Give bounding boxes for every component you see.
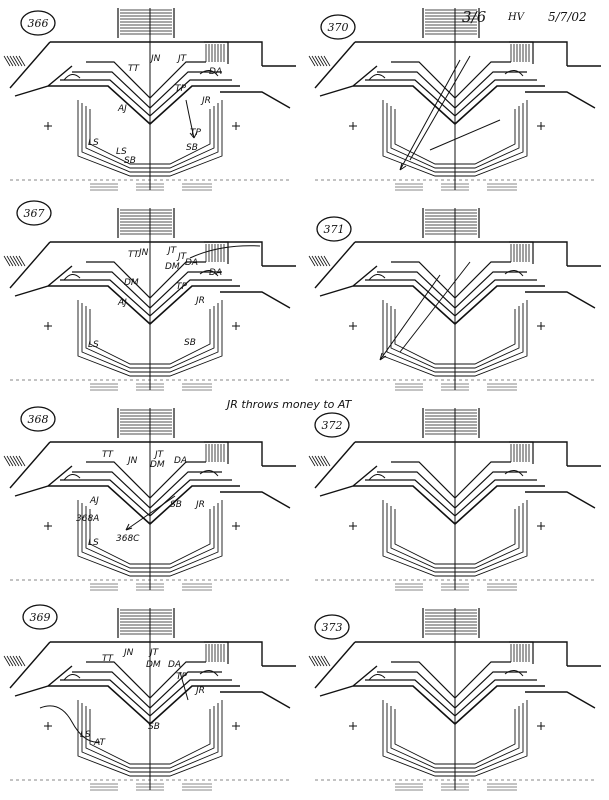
cue-number-circle: 372 xyxy=(312,410,352,440)
stage-plan-drawing xyxy=(3,208,296,391)
actor-label: LS xyxy=(116,147,127,157)
stage-plan-drawing xyxy=(3,608,296,791)
actor-label: JT xyxy=(178,252,187,262)
cue-number-circle: 373 xyxy=(312,612,352,642)
cue-circle-outline xyxy=(316,216,352,242)
initials: HV xyxy=(508,12,524,23)
cue-number: 367 xyxy=(23,206,45,220)
actor-label: SB xyxy=(170,500,182,510)
cue-number: 366 xyxy=(27,16,49,30)
stage-plan-drawing xyxy=(308,408,601,591)
actor-label: DA xyxy=(185,258,199,268)
actor-label: TP xyxy=(176,282,187,292)
actor-label: LS xyxy=(88,138,99,148)
cue-number: 369 xyxy=(29,610,51,624)
cue-circle-outline xyxy=(20,10,56,36)
actor-label: LS xyxy=(80,730,91,740)
actor-label: DM xyxy=(150,460,165,470)
actor-label: 368C xyxy=(116,534,140,544)
cue-circle-outline xyxy=(314,614,350,640)
actor-label: JT xyxy=(168,246,177,256)
actor-label: AJ xyxy=(118,104,127,114)
actor-label: TT xyxy=(102,450,113,460)
actor-label: AT xyxy=(94,738,105,748)
actor-label: SB xyxy=(148,722,160,732)
actor-label: TP xyxy=(175,84,186,94)
actor-label: JR xyxy=(202,96,211,106)
actor-label: JR xyxy=(196,686,205,696)
actor-label: JN xyxy=(124,648,134,658)
cue-circle-outline xyxy=(20,406,56,432)
actor-label: DA xyxy=(209,268,223,278)
actor-label: JN xyxy=(139,248,149,258)
actor-label: SB xyxy=(184,338,196,348)
actor-label: TT xyxy=(128,64,139,74)
cue-number-circle: 370 xyxy=(318,12,358,42)
cue-number-circle: 371 xyxy=(314,214,354,244)
actor-label: JN xyxy=(151,54,161,64)
actor-label: SB xyxy=(186,143,198,153)
actor-label: JT xyxy=(155,450,164,460)
cue-number-circle: 369 xyxy=(20,602,60,632)
actor-label: DA xyxy=(174,456,188,466)
actor-label: LS xyxy=(88,538,99,548)
actor-label: JT xyxy=(178,54,187,64)
stage-plan-drawing xyxy=(3,408,296,591)
cue-number-circle: 366 xyxy=(18,8,58,38)
stage-plan-drawing xyxy=(308,8,601,191)
stage-plan-drawing xyxy=(3,8,296,191)
actor-label: TP xyxy=(190,128,201,138)
actor-label: DA xyxy=(168,660,182,670)
stage-plan-drawing xyxy=(308,208,601,391)
actor-label: JR xyxy=(196,500,205,510)
actor-label: TT xyxy=(102,654,113,664)
cue-number: 371 xyxy=(323,222,345,236)
cue-circle-outline xyxy=(22,604,58,630)
cue-number-circle: 368 xyxy=(18,404,58,434)
date: 5/7/02 xyxy=(548,10,587,24)
cue-circle-outline xyxy=(320,14,356,40)
actor-label: LS xyxy=(88,340,99,350)
actor-label: JR xyxy=(196,296,205,306)
actor-label: DM xyxy=(165,262,180,272)
actor-label: 368A xyxy=(76,514,100,524)
actor-label: DM xyxy=(146,660,161,670)
page-number: 3/6 xyxy=(462,8,487,26)
cue-number: 372 xyxy=(321,418,343,432)
actor-label: AJ xyxy=(90,496,99,506)
actor-label: AJ xyxy=(118,298,127,308)
cue-circle-outline xyxy=(314,412,350,438)
actor-label: DA xyxy=(209,67,223,77)
actor-label: SB xyxy=(124,156,136,166)
cue-number: 370 xyxy=(327,20,349,34)
actor-label: TT xyxy=(128,250,139,260)
cue-number: 373 xyxy=(321,620,343,634)
cue-number-circle: 367 xyxy=(14,198,54,228)
cue-number: 368 xyxy=(27,412,49,426)
cue-circle-outline xyxy=(16,200,52,226)
blocking-note: JR throws money to AT xyxy=(227,398,352,411)
actor-label: DM xyxy=(124,278,139,288)
stage-plan-drawing xyxy=(308,608,601,791)
actor-label: JN xyxy=(128,456,138,466)
actor-label: JT xyxy=(150,648,159,658)
